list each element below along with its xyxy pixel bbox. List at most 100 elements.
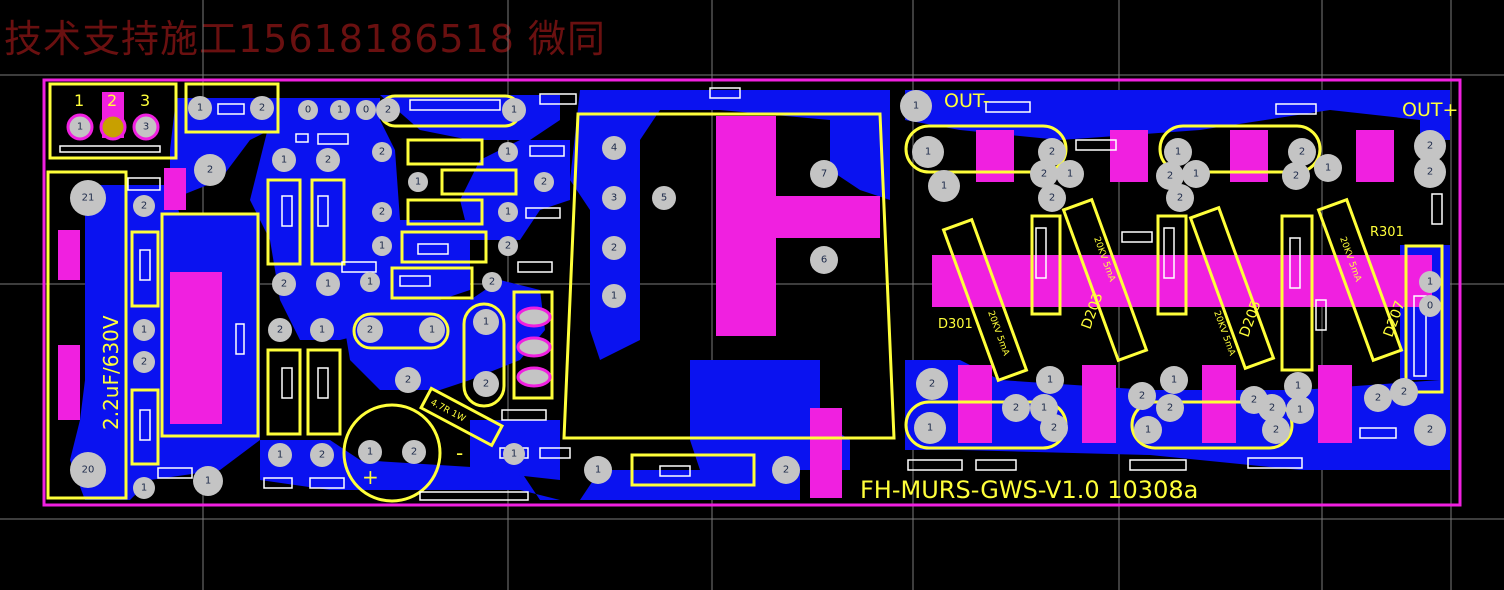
- conn-pin2-label: 2: [107, 91, 117, 110]
- svg-text:2: 2: [207, 165, 213, 176]
- svg-text:2: 2: [1049, 147, 1055, 158]
- svg-text:1: 1: [1175, 147, 1181, 158]
- svg-text:1: 1: [611, 291, 617, 302]
- cap-minus-label: -: [456, 441, 463, 465]
- svg-text:1: 1: [595, 465, 601, 476]
- svg-text:2: 2: [1273, 425, 1279, 436]
- svg-text:2: 2: [1041, 169, 1047, 180]
- svg-text:1: 1: [1427, 277, 1433, 288]
- svg-text:1: 1: [1067, 169, 1073, 180]
- svg-text:1: 1: [941, 181, 947, 192]
- svg-text:1: 1: [1145, 425, 1151, 436]
- svg-text:2: 2: [1427, 167, 1433, 178]
- svg-text:0: 0: [1427, 301, 1433, 312]
- svg-text:1: 1: [337, 105, 343, 116]
- svg-text:1: 1: [367, 447, 373, 458]
- svg-text:2: 2: [379, 207, 385, 218]
- svg-text:0: 0: [305, 105, 311, 116]
- svg-text:7: 7: [821, 169, 827, 180]
- svg-text:2: 2: [1269, 403, 1275, 414]
- svg-text:2: 2: [1427, 141, 1433, 152]
- svg-text:2: 2: [1167, 403, 1173, 414]
- pin-21-label: 21: [82, 193, 95, 204]
- svg-text:1: 1: [197, 103, 203, 114]
- watermark-text: 技术支持施工15618186518 微同: [4, 17, 607, 61]
- svg-text:1: 1: [141, 325, 147, 336]
- svg-text:2: 2: [1251, 395, 1257, 406]
- svg-text:2: 2: [281, 279, 287, 290]
- svg-text:2: 2: [385, 105, 391, 116]
- svg-text:1: 1: [1325, 163, 1331, 174]
- svg-text:2: 2: [411, 447, 417, 458]
- board-outline: [42, 78, 1462, 507]
- svg-text:2: 2: [1139, 391, 1145, 402]
- conn-pin3-label: 3: [140, 91, 150, 110]
- svg-text:2: 2: [1013, 403, 1019, 414]
- pin-20-label: 20: [82, 465, 95, 476]
- out-minus-label: OUT-: [944, 90, 990, 112]
- svg-text:1: 1: [1295, 381, 1301, 392]
- capacitor-rating: 2.2uF/630V: [99, 315, 123, 430]
- svg-text:1: 1: [511, 105, 517, 116]
- svg-text:1: 1: [1047, 375, 1053, 386]
- component-bodies: [59, 87, 1443, 501]
- svg-text:1: 1: [483, 317, 489, 328]
- d301-label: D301: [938, 317, 973, 332]
- svg-text:2: 2: [1401, 387, 1407, 398]
- connector-pads: [66, 113, 552, 388]
- r301-label: R301: [1370, 225, 1404, 240]
- cap-plus-label: +: [362, 465, 379, 489]
- svg-text:2: 2: [1051, 423, 1057, 434]
- svg-text:1: 1: [927, 423, 933, 434]
- svg-text:2: 2: [1299, 147, 1305, 158]
- svg-text:4: 4: [611, 143, 617, 154]
- svg-text:2: 2: [379, 147, 385, 158]
- svg-text:2: 2: [367, 325, 373, 336]
- svg-text:1: 1: [913, 101, 919, 112]
- conn-pin1-label: 1: [74, 91, 84, 110]
- svg-text:2: 2: [1293, 171, 1299, 182]
- svg-text:5: 5: [661, 193, 667, 204]
- silkscreen: [46, 82, 1444, 503]
- svg-text:1: 1: [367, 277, 373, 288]
- svg-text:2: 2: [1177, 193, 1183, 204]
- svg-text:2: 2: [929, 379, 935, 390]
- svg-text:2: 2: [541, 177, 547, 188]
- svg-text:2: 2: [505, 241, 511, 252]
- svg-text:2: 2: [325, 155, 331, 166]
- svg-text:2: 2: [611, 243, 617, 254]
- svg-text:1: 1: [205, 476, 211, 487]
- svg-text:1: 1: [925, 147, 931, 158]
- svg-text:1: 1: [1193, 169, 1199, 180]
- svg-text:1: 1: [511, 449, 517, 460]
- out-plus-label: OUT+: [1402, 99, 1458, 121]
- svg-text:2: 2: [277, 325, 283, 336]
- svg-text:1: 1: [325, 279, 331, 290]
- pads: [70, 90, 1446, 499]
- svg-text:2: 2: [1427, 425, 1433, 436]
- svg-text:2: 2: [1049, 193, 1055, 204]
- svg-text:0: 0: [363, 105, 369, 116]
- svg-text:2: 2: [1375, 393, 1381, 404]
- svg-text:2: 2: [483, 379, 489, 390]
- svg-text:1: 1: [415, 177, 421, 188]
- svg-text:2: 2: [1167, 171, 1173, 182]
- svg-text:3: 3: [611, 193, 617, 204]
- board-id-label: FH-MURS-GWS-V1.0 10308a: [860, 476, 1198, 504]
- svg-text:2: 2: [783, 465, 789, 476]
- svg-text:1: 1: [1041, 403, 1047, 414]
- svg-text:1: 1: [429, 325, 435, 336]
- svg-text:6: 6: [821, 255, 827, 266]
- svg-text:1: 1: [281, 155, 287, 166]
- svg-text:2: 2: [259, 103, 265, 114]
- svg-text:1: 1: [277, 450, 283, 461]
- svg-text:2: 2: [141, 201, 147, 212]
- svg-text:1: 1: [1171, 375, 1177, 386]
- svg-text:1: 1: [77, 122, 83, 133]
- svg-text:1: 1: [1297, 405, 1303, 416]
- svg-text:2: 2: [141, 357, 147, 368]
- svg-text:1: 1: [141, 483, 147, 494]
- svg-text:2: 2: [405, 375, 411, 386]
